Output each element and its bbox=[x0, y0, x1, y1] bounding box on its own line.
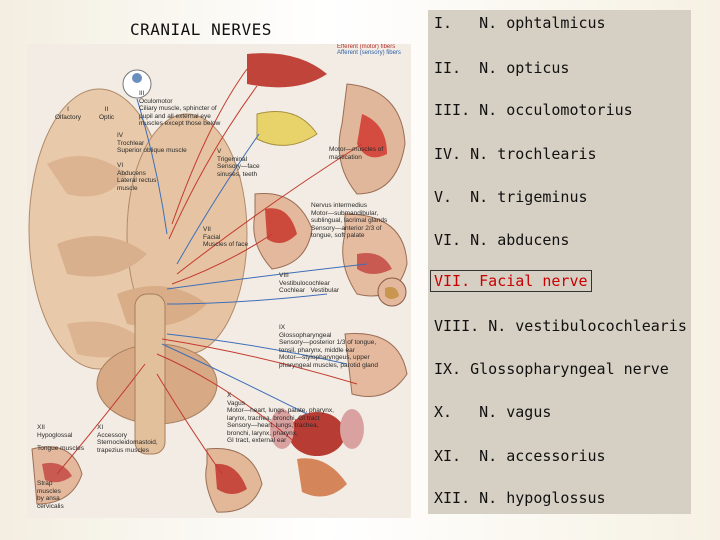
nerve-item-11: XI. N. accessorius bbox=[434, 447, 606, 465]
nerve-item-8: VIII. N. vestibulocochlearis bbox=[434, 317, 687, 335]
nerve-list: I. N. ophtalmicus II. N. opticus III. N.… bbox=[430, 0, 694, 540]
efferent-nerve-lines bbox=[56, 68, 363, 475]
heart bbox=[289, 412, 345, 456]
brain-gyrus bbox=[57, 236, 147, 277]
nerve-item-2: II. N. opticus bbox=[434, 59, 570, 77]
cochlea bbox=[385, 287, 399, 299]
label-nervus-intermedius: Nervus intermedius Motor—submandibular, … bbox=[311, 202, 388, 239]
nerve-item-6: VI. N. abducens bbox=[434, 231, 570, 249]
figure-legend: Efferent (motor) fibers Afferent (sensor… bbox=[337, 44, 411, 56]
lung-left bbox=[270, 409, 294, 449]
cranial-nerves-illustration: Efferent (motor) fibers Afferent (sensor… bbox=[27, 44, 411, 518]
iris bbox=[132, 73, 142, 83]
nerve-item-5: V. N. trigeminus bbox=[434, 188, 588, 206]
throat-section bbox=[344, 333, 408, 397]
tongue bbox=[357, 253, 392, 274]
lung-right bbox=[340, 409, 364, 449]
nerve-item-12: XII. N. hypoglossus bbox=[434, 489, 606, 507]
legend-efferent: Efferent (motor) fibers bbox=[337, 44, 396, 50]
nerve-item-10: X. N. vagus bbox=[434, 403, 552, 421]
nerve-item-4: IV. N. trochlearis bbox=[434, 145, 597, 163]
tongue-lower bbox=[42, 462, 72, 483]
mastication-muscle bbox=[357, 114, 387, 158]
eye-muscles bbox=[247, 53, 327, 88]
legend-afferent: Afferent (sensory) fibers bbox=[337, 50, 401, 56]
facial-muscles bbox=[265, 208, 297, 243]
nerve-item-3: III. N. occulomotorius bbox=[434, 101, 633, 119]
brain-gyrus bbox=[47, 156, 127, 197]
nerve-item-9: IX. Glossopharyngeal nerve bbox=[434, 360, 669, 378]
brainstem bbox=[134, 293, 166, 455]
stomach bbox=[297, 458, 347, 497]
neck-muscles bbox=[215, 463, 247, 494]
trigeminal-ganglion bbox=[256, 111, 318, 146]
eyeball bbox=[122, 69, 152, 99]
nerve-item-7-highlighted: VII. Facial nerve bbox=[430, 270, 592, 292]
anatomy-drawing bbox=[28, 53, 408, 513]
nerve-list-panel bbox=[428, 10, 691, 514]
brain-gyrus bbox=[67, 321, 147, 358]
nerve-item-1: I. N. ophtalmicus bbox=[434, 14, 606, 32]
afferent-nerve-lines bbox=[136, 98, 368, 415]
slide-title: CRANIAL NERVES bbox=[130, 20, 272, 39]
